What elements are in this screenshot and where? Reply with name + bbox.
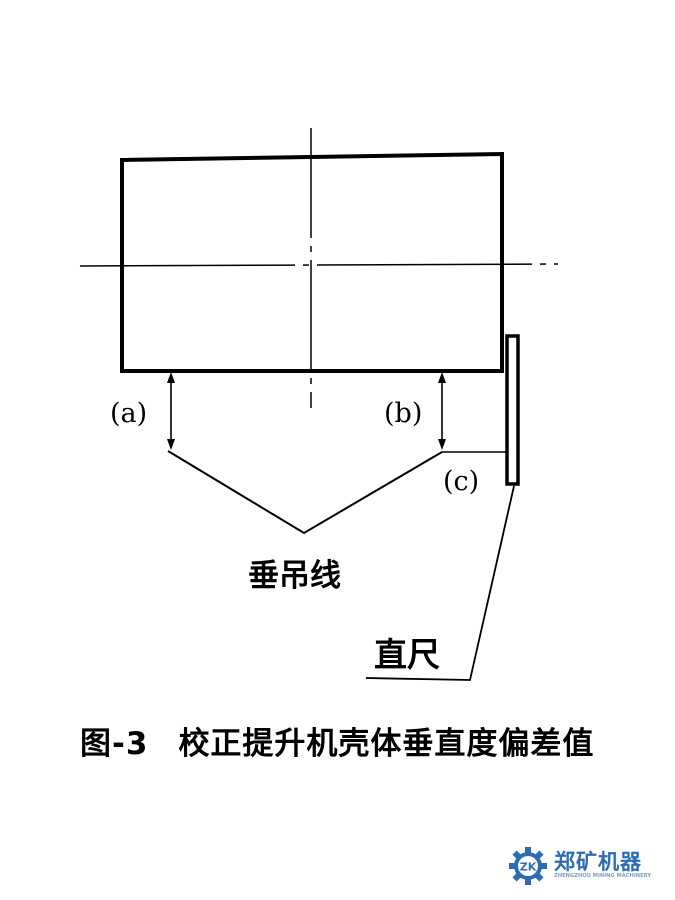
watermark-subtitle: ZHENGZHOU MINING MACHINERY: [554, 873, 652, 879]
label-b: (b): [384, 398, 422, 429]
caption-text: 校正提升机壳体垂直度偏差值: [178, 726, 595, 762]
plumb-line: [167, 450, 443, 535]
ruler: [505, 334, 520, 486]
figure-caption: 图-3 校正提升机壳体垂直度偏差值: [80, 718, 594, 763]
watermark-logo: ZK 郑矿机器 ZHENGZHOU MINING MACHINERY: [508, 840, 668, 890]
watermark-name: 郑矿机器: [554, 850, 642, 874]
horizontal-centerline: [79, 263, 559, 267]
ruler-leader-line: [365, 485, 515, 681]
logo-text: ZK: [520, 861, 537, 874]
label-a: (a): [110, 398, 147, 429]
dimension-arrow-a: [167, 372, 175, 450]
label-c: (c): [443, 466, 479, 497]
dimension-arrow-b: [438, 372, 446, 450]
ruler-label: 直尺: [374, 635, 440, 674]
gear-icon: ZK: [509, 847, 547, 885]
figure-number: 图-3: [80, 726, 149, 762]
plumb-line-label: 垂吊线: [248, 558, 341, 594]
casing-outline: [120, 151, 504, 373]
